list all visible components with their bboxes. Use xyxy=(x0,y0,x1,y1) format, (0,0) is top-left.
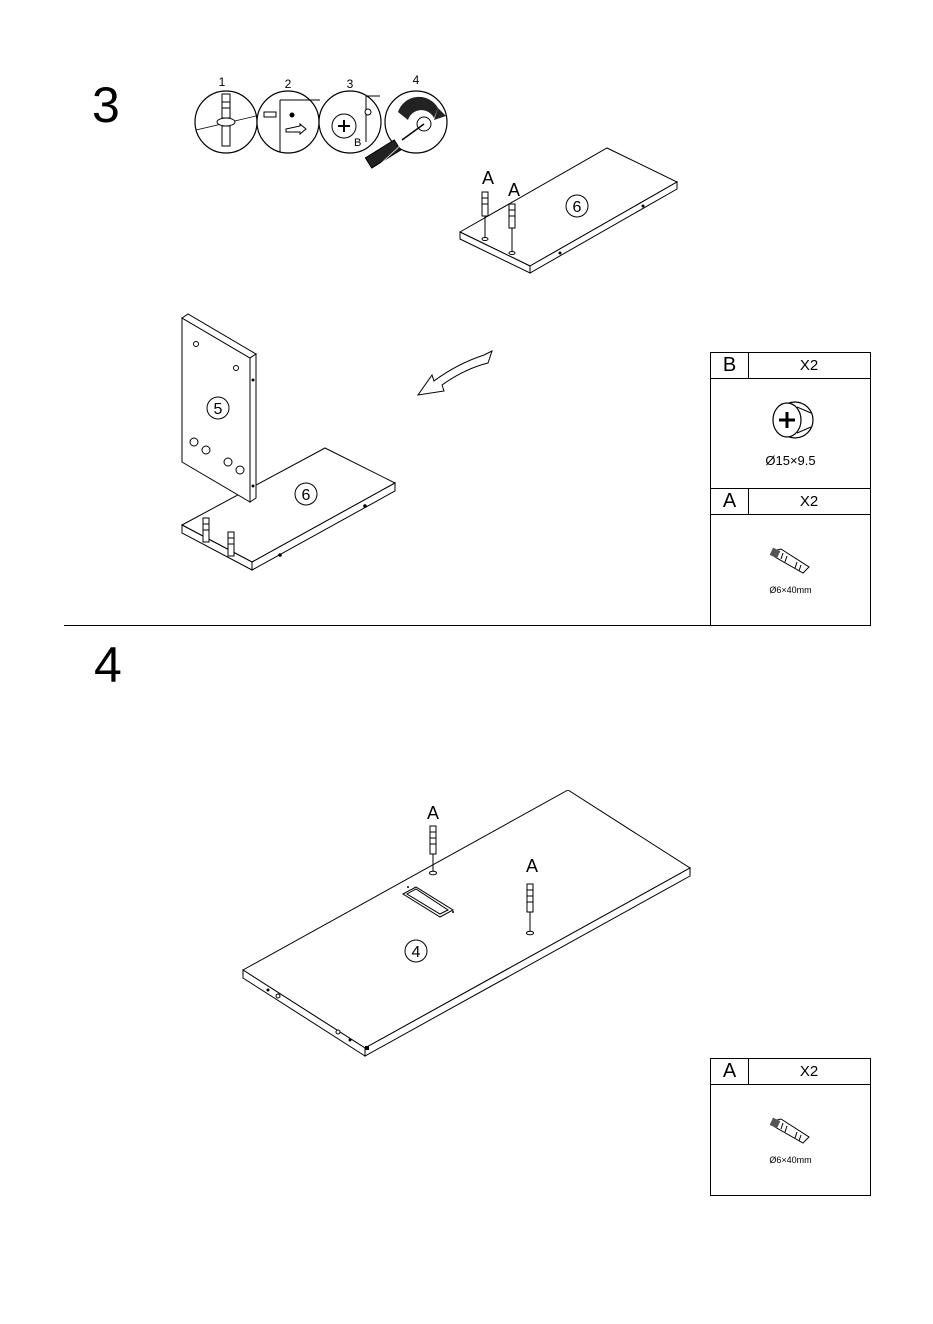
hardware-b-quantity: X2 xyxy=(748,353,870,378)
hardware-box-a-header: A X2 xyxy=(711,489,870,515)
hardware-a-letter: A xyxy=(711,489,749,514)
substep-1-number: 1 xyxy=(219,75,226,89)
hardware-a-size: Ø6×40mm xyxy=(711,585,870,595)
hardware-a-quantity: X2 xyxy=(748,489,870,514)
dowel-a-right-label: A xyxy=(508,180,520,200)
hardware-box-a-step4-header: A X2 xyxy=(711,1059,870,1085)
panel-6-lower-label: 6 xyxy=(302,487,311,504)
substep-3-part-label: B xyxy=(354,137,361,149)
step4-dowel-a-right-label: A xyxy=(526,856,538,876)
substep-4-number: 4 xyxy=(413,73,420,87)
panel-4-with-dowels: 4 A A xyxy=(238,790,698,1060)
installed-dowel-right xyxy=(228,532,234,556)
cam-lock-icon xyxy=(767,399,817,441)
installed-dowel-left xyxy=(203,518,209,542)
hardware-a-step4-quantity: X2 xyxy=(748,1059,870,1084)
hardware-b-size: Ø15×9.5 xyxy=(711,453,870,468)
panel-6-label: 6 xyxy=(573,199,582,216)
panel-6-with-dowels: 6 A A xyxy=(455,140,685,280)
step4-dowel-a-left-label: A xyxy=(427,803,439,823)
dowel-a-left-label: A xyxy=(482,168,494,188)
assembly-direction-arrow xyxy=(412,345,502,400)
hardware-a-step4-size: Ø6×40mm xyxy=(711,1155,870,1165)
substep-3-number: 3 xyxy=(347,77,354,91)
step-3-number: 3 xyxy=(92,80,120,130)
substep-2-insert-icon xyxy=(257,91,320,153)
substep-detail-illustrations: 1 2 3 4 B xyxy=(188,72,458,177)
substep-2-number: 2 xyxy=(285,77,292,91)
hardware-box-a-step4: A X2 Ø6×40mm xyxy=(710,1058,871,1196)
step-divider xyxy=(64,625,870,626)
panel-4-board xyxy=(243,790,690,1056)
hardware-b-letter: B xyxy=(711,353,749,378)
hardware-box-b-header: B X2 xyxy=(711,353,870,379)
substep-3-cam-lock-icon: B xyxy=(319,91,381,153)
panel-4-label: 4 xyxy=(412,944,421,961)
hardware-box-a: A X2 Ø6×40mm xyxy=(710,488,871,626)
dowel-screw-icon-step4 xyxy=(769,1117,813,1147)
panel-5-label: 5 xyxy=(214,401,223,418)
substep-1-dowel-icon xyxy=(195,91,257,153)
step-4-number: 4 xyxy=(94,640,122,690)
dowel-screw-icon xyxy=(769,547,813,577)
hardware-a-step4-letter: A xyxy=(711,1059,749,1084)
hardware-box-b: B X2 Ø15×9.5 xyxy=(710,352,871,489)
panels-5-and-6-assembly: 5 6 xyxy=(170,310,410,585)
